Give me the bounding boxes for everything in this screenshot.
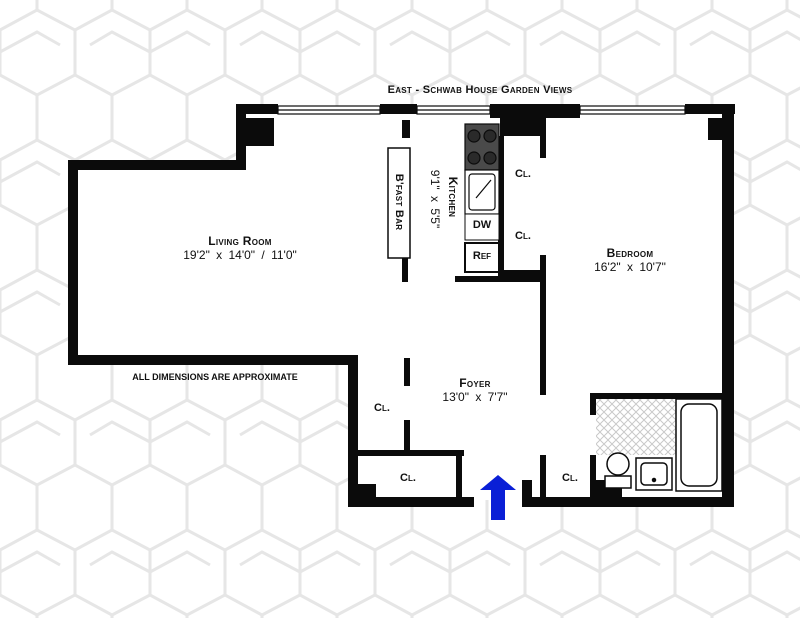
foyer-dims: 13'0" x 7'7" bbox=[442, 390, 508, 404]
bathtub bbox=[675, 398, 723, 492]
dishwasher-label: DW bbox=[472, 219, 492, 231]
bathroom-floor-tile bbox=[596, 399, 676, 455]
closet-label-foyer-left: Cl. bbox=[374, 402, 390, 414]
stove bbox=[464, 123, 500, 171]
bathroom-sink bbox=[635, 457, 673, 491]
bedroom-dims: 16'2" x 10'7" bbox=[594, 260, 666, 274]
living-room-name: Living Room bbox=[208, 234, 272, 248]
foyer-name: Foyer bbox=[459, 376, 491, 390]
arrow-up-icon bbox=[480, 475, 516, 520]
kitchen-dims: 9'1" x 5'5" bbox=[428, 169, 442, 229]
floor-fill bbox=[72, 108, 730, 500]
windows bbox=[277, 105, 686, 115]
view-label: East - Schwab House Garden Views bbox=[387, 84, 573, 96]
kitchen-sink bbox=[464, 169, 500, 215]
kitchen-name: Kitchen bbox=[446, 176, 460, 218]
approximate-note: ALL DIMENSIONS ARE APPROXIMATE bbox=[132, 372, 298, 382]
refrigerator bbox=[464, 242, 500, 273]
toilet bbox=[604, 452, 632, 489]
living-room-dims: 19'2" x 14'0" / 11'0" bbox=[183, 248, 297, 262]
breakfast-bar bbox=[387, 147, 411, 259]
bedroom-name: Bedroom bbox=[606, 246, 654, 260]
dishwasher bbox=[464, 213, 500, 241]
exterior-walls bbox=[68, 104, 735, 507]
closet-label-foyer-right: Cl. bbox=[562, 472, 578, 484]
refrigerator-label: Ref bbox=[472, 250, 492, 262]
closet-label-kitchen-lower: Cl. bbox=[515, 230, 531, 242]
closet-label-foyer-bottom: Cl. bbox=[400, 472, 416, 484]
closet-label-kitchen-upper: Cl. bbox=[515, 168, 531, 180]
interior-walls bbox=[358, 118, 728, 500]
bfast-bar-label: B'fast Bar bbox=[393, 173, 405, 231]
